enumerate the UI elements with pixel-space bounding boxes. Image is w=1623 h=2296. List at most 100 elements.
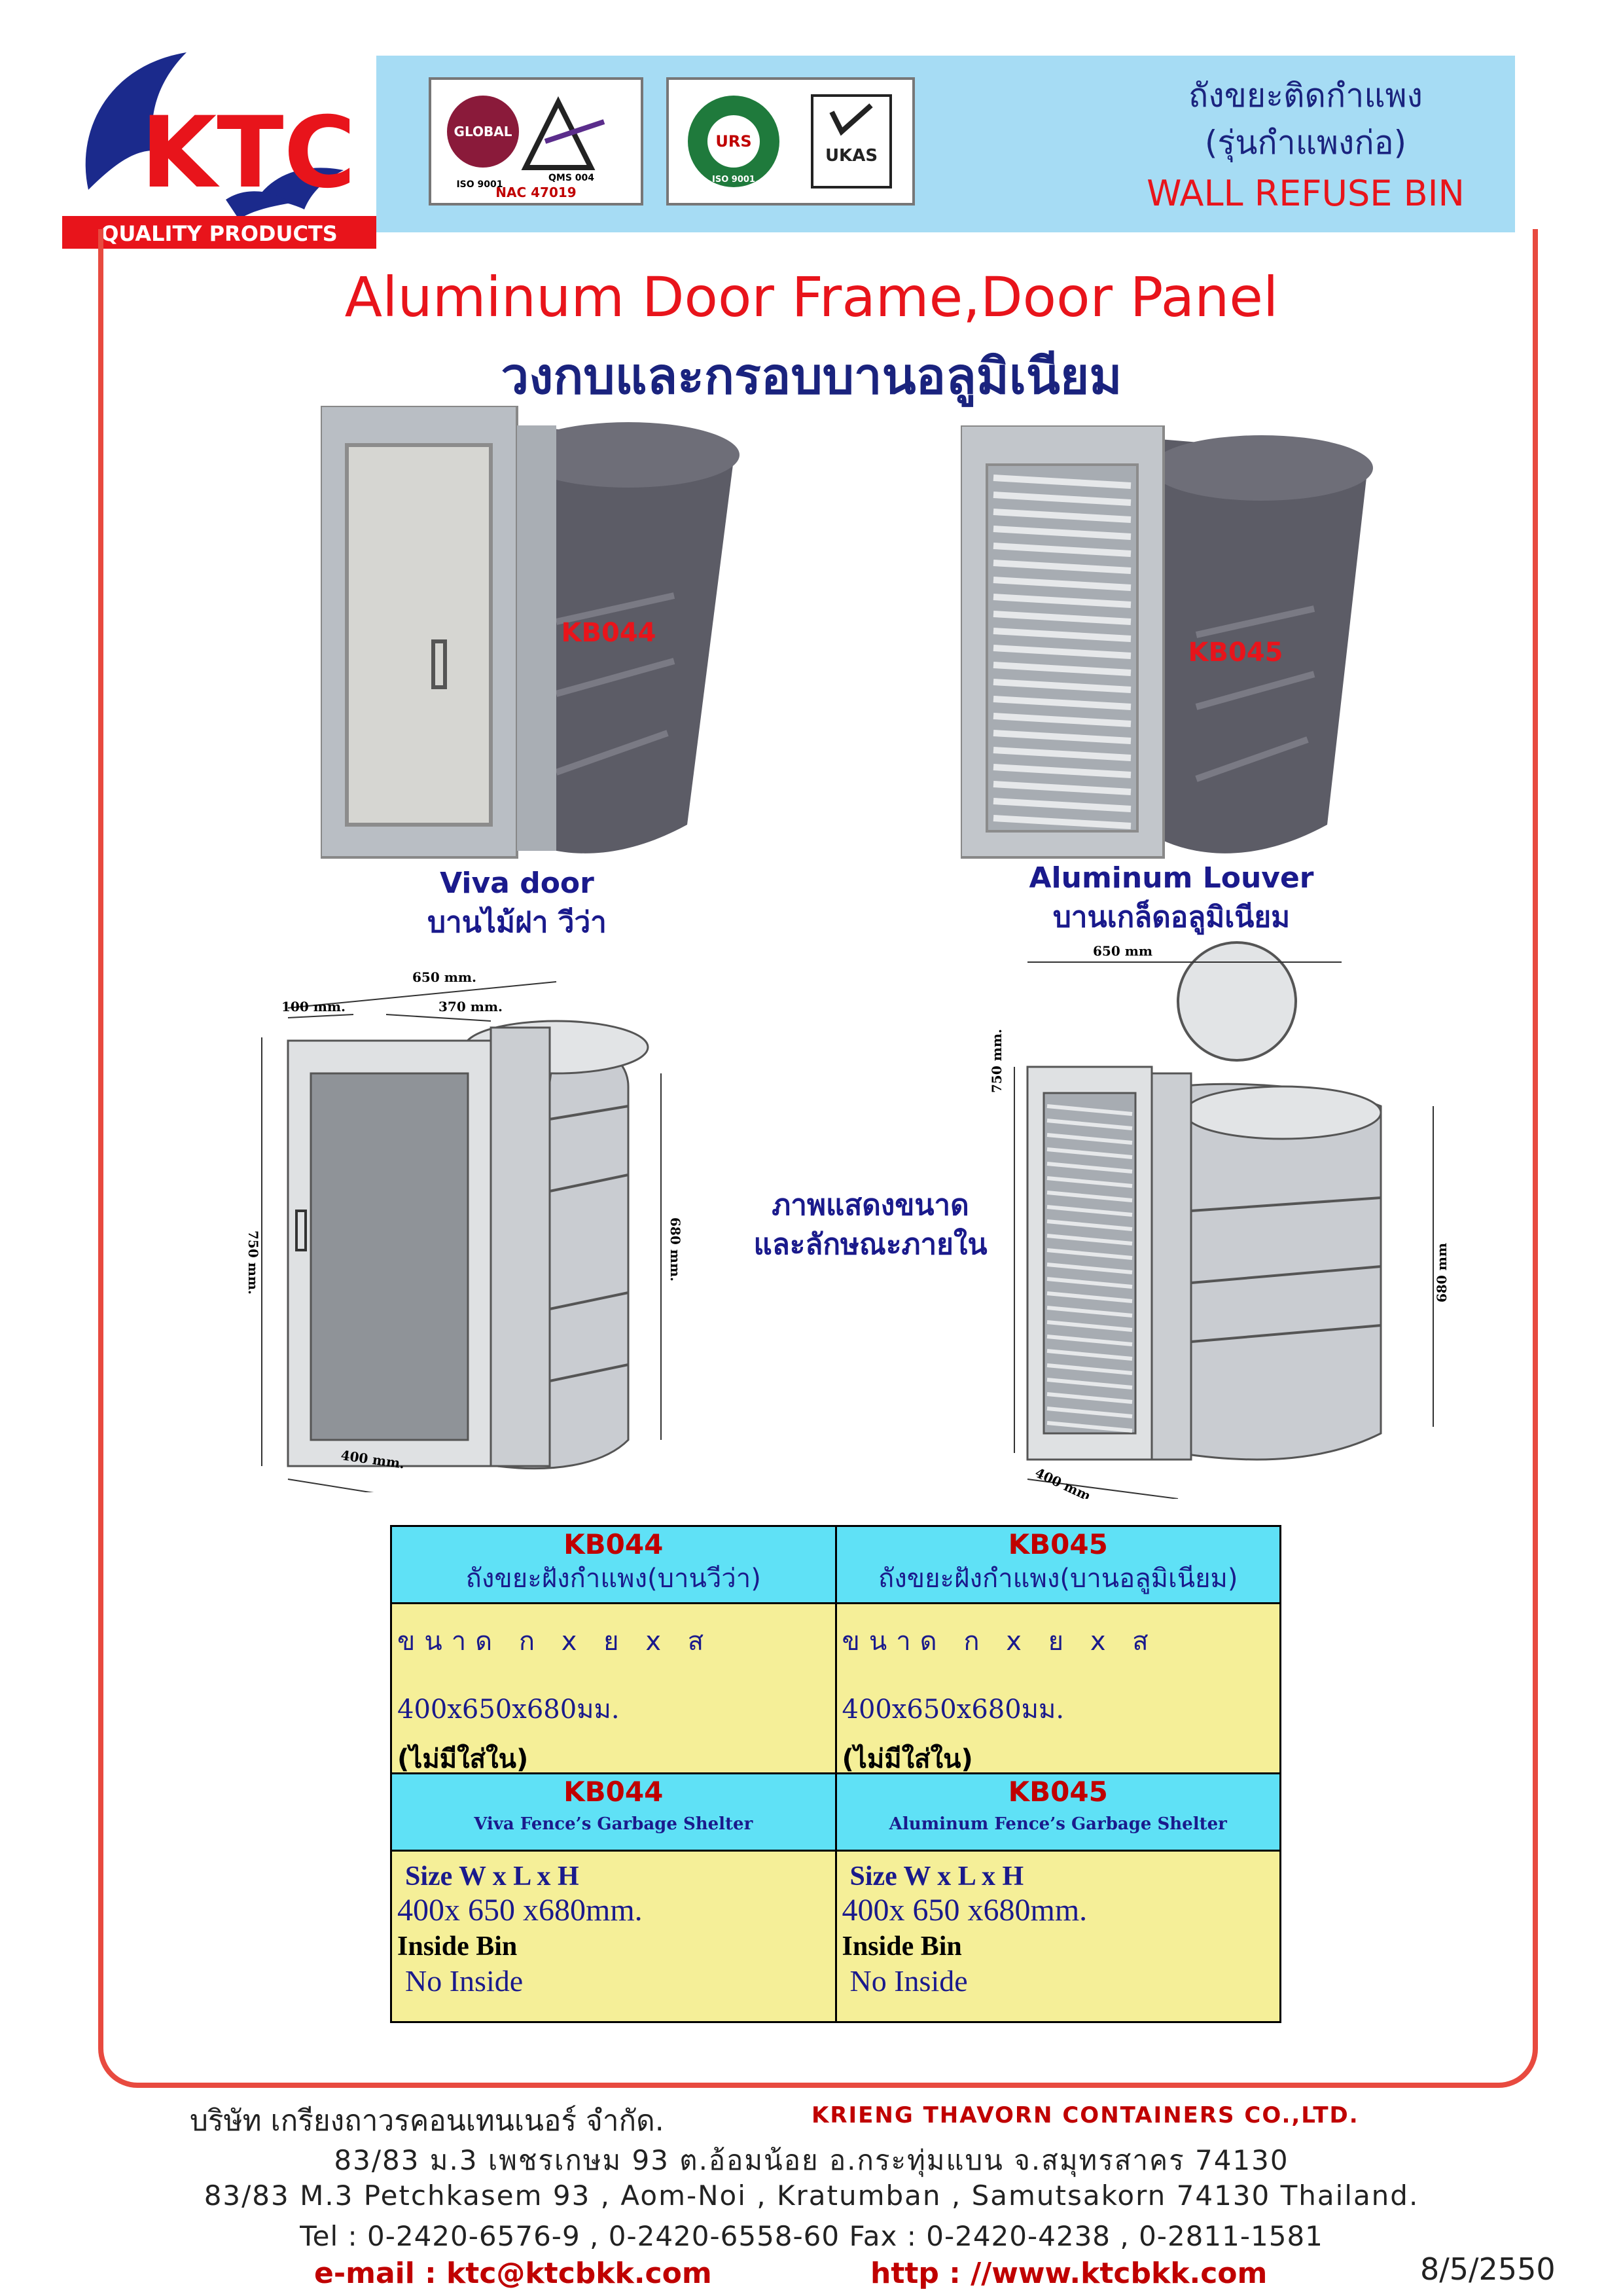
dim-right-base: 400 mm bbox=[1033, 1465, 1094, 1499]
table-th-inside-kb044: (ไม่มีใส่ใน) bbox=[397, 1744, 529, 1774]
louver-slat bbox=[993, 543, 1132, 557]
louver-slat bbox=[993, 594, 1132, 608]
product-photo-kb044: KB044 bbox=[319, 404, 753, 864]
footer-address-th: 83/83 ม.3 เพชรเกษม 93 ต.อ้อมน้อย อ.กระทุ… bbox=[334, 2144, 1289, 2176]
cert-nac-text: NAC 47019 bbox=[495, 185, 576, 200]
louver-slat bbox=[993, 492, 1132, 506]
dim-left-height: 750 mm. bbox=[245, 1230, 261, 1295]
louver-slat bbox=[993, 526, 1132, 540]
louver-slat bbox=[1046, 1349, 1133, 1361]
louver-slat bbox=[1046, 1392, 1133, 1404]
louver-slat bbox=[1046, 1277, 1133, 1289]
red-frame bbox=[98, 229, 1538, 2088]
louver-slat bbox=[1046, 1407, 1133, 1418]
logo-tagline: QUALITY PRODUCTS bbox=[101, 221, 338, 246]
table-th-desc-kb045: ถังขยะฝังกำแพง(บานอลูมิเนียม) bbox=[878, 1564, 1238, 1594]
table-en-size-label-kb045: Size W x L x H bbox=[849, 1861, 1024, 1892]
table-th-size-kb044: 400x650x680มม. bbox=[397, 1695, 620, 1725]
louver-slat bbox=[993, 696, 1132, 710]
louver-slat bbox=[993, 713, 1132, 727]
footer-email-link[interactable]: e-mail : ktc@ktcbkk.com bbox=[314, 2257, 712, 2290]
louver-slat bbox=[1046, 1320, 1133, 1332]
header-title-en: WALL REFUSE BIN bbox=[1147, 173, 1465, 214]
logo-text: KTC bbox=[141, 96, 356, 210]
table-en-code-kb044: KB044 bbox=[563, 1776, 664, 1808]
header-title-block: ถังขยะติดกำแพง (รุ่นกำแพงก่อ) WALL REFUS… bbox=[1103, 72, 1508, 221]
dimension-drawing-kb045: 650 mm 750 mm. 680 mm 400 mm bbox=[962, 936, 1472, 1504]
louver-slat bbox=[993, 560, 1132, 574]
caption-kb045-en: Aluminum Louver bbox=[1029, 861, 1314, 895]
product-photo-kb045: KB045 bbox=[959, 424, 1380, 870]
table-th-size-kb045: 400x650x680มม. bbox=[842, 1695, 1065, 1725]
louver-slat bbox=[1046, 1133, 1133, 1145]
certificate-iso-nac: GLOBAL ISO 9001 QMS 004 NAC 47019 bbox=[429, 77, 643, 206]
louver-slat bbox=[993, 764, 1132, 778]
table-th-inside-kb045: (ไม่มีใส่ใน) bbox=[842, 1744, 973, 1774]
cert-urs-text: URS bbox=[715, 132, 751, 151]
table-th-body-kb044: ขนาด ก x ย x ส 400x650x680มม. (ไม่มีใส่ใ… bbox=[390, 1602, 837, 1782]
louver-slat bbox=[993, 747, 1132, 761]
louver-slat bbox=[1046, 1306, 1133, 1318]
cert-global-text: GLOBAL bbox=[454, 124, 512, 139]
louver-slat bbox=[993, 628, 1132, 642]
table-th-body-kb045: ขนาด ก x ย x ส 400x650x680มม. (ไม่มีใส่ใ… bbox=[834, 1602, 1281, 1782]
table-th-desc-kb044: ถังขยะฝังกำแพง(บานวีว่า) bbox=[465, 1564, 761, 1594]
spec-table-th: KB044 ถังขยะฝังกำแพง(บานวีว่า) KB045 ถัง… bbox=[390, 1525, 1281, 1782]
cert-urs-iso-text: ISO 9001 bbox=[712, 175, 755, 185]
louver-slat bbox=[993, 509, 1132, 523]
dim-right-height: 750 mm. bbox=[989, 1029, 1005, 1093]
table-en-body-kb044: Size W x L x H 400x 650 x680mm. Inside B… bbox=[390, 1850, 837, 2023]
louver-slat bbox=[1046, 1248, 1133, 1260]
louver-slat bbox=[993, 781, 1132, 795]
louver-slat bbox=[1046, 1335, 1133, 1346]
table-th-size-label-kb045: ขนาด ก x ย x ส bbox=[842, 1626, 1158, 1657]
caption-kb044-en: Viva door bbox=[440, 867, 594, 900]
dim-left-bin-height: 680 mm. bbox=[668, 1217, 683, 1282]
caption-kb045-th: บานเกล็ดอลูมิเนียม bbox=[1052, 901, 1291, 934]
table-en-inside-kb044: No Inside bbox=[405, 1964, 524, 1998]
table-th-code-kb045: KB045 bbox=[1008, 1528, 1108, 1560]
ktc-logo: KTC QUALITY PRODUCTS bbox=[62, 39, 376, 249]
certificate-urs-ukas: URS ISO 9001 UKAS bbox=[666, 77, 915, 206]
table-en-inside-label-kb044: Inside Bin bbox=[397, 1931, 518, 1962]
louver-slat bbox=[993, 577, 1132, 591]
louver-slat bbox=[1046, 1219, 1133, 1231]
cert-iso-text: ISO 9001 bbox=[456, 179, 503, 190]
table-en-head-kb045: KB045 Aluminum Fence’s Garbage Shelter bbox=[834, 1772, 1281, 1852]
table-en-body-kb045: Size W x L x H 400x 650 x680mm. Inside B… bbox=[834, 1850, 1281, 2023]
louver-slat bbox=[993, 611, 1132, 625]
louver-slat bbox=[1046, 1263, 1133, 1274]
louver-slat bbox=[1046, 1378, 1133, 1390]
louver-slat bbox=[1046, 1205, 1133, 1217]
footer-company-en: KRIENG THAVORN CONTAINERS CO.,LTD. bbox=[812, 2102, 1359, 2128]
table-en-desc-kb044: Viva Fence’s Garbage Shelter bbox=[474, 1814, 753, 1834]
footer-web-link[interactable]: http : //www.ktcbkk.com bbox=[870, 2257, 1268, 2290]
table-th-code-kb044: KB044 bbox=[563, 1528, 664, 1560]
table-en-inside-kb045: No Inside bbox=[849, 1964, 968, 1998]
louver-slat bbox=[1046, 1162, 1133, 1174]
kb044-photo-label: KB044 bbox=[562, 618, 656, 648]
louver-slat bbox=[1046, 1191, 1133, 1202]
louver-slat bbox=[993, 815, 1132, 829]
header-title-th-2: (รุ่นกำแพงก่อ) bbox=[1204, 124, 1407, 162]
louver-slat bbox=[1046, 1147, 1133, 1159]
dim-left-width: 650 mm. bbox=[412, 969, 476, 985]
louver-slat bbox=[993, 475, 1132, 489]
page-title-en: Aluminum Door Frame,Door Panel bbox=[344, 265, 1279, 329]
louver-slat bbox=[1046, 1363, 1133, 1375]
drawing-note-2: และลักษณะภายใน bbox=[753, 1228, 988, 1261]
footer-phone: Tel : 0-2420-6576-9 , 0-2420-6558-60 Fax… bbox=[300, 2220, 1323, 2252]
louver-slat bbox=[993, 662, 1132, 676]
louver-slat bbox=[1046, 1104, 1133, 1116]
louver-slat bbox=[993, 730, 1132, 744]
drawing-note-1: ภาพแสดงขนาด bbox=[772, 1189, 969, 1222]
drawing-note: ภาพแสดงขนาด และลักษณะภายใน bbox=[720, 1186, 1021, 1265]
table-en-inside-label-kb045: Inside Bin bbox=[842, 1931, 962, 1962]
table-en-desc-kb045: Aluminum Fence’s Garbage Shelter bbox=[889, 1814, 1227, 1834]
kb045-photo-label: KB045 bbox=[1188, 637, 1283, 668]
footer-date: 8/5/2550 bbox=[1420, 2251, 1556, 2287]
table-en-code-kb045: KB045 bbox=[1008, 1776, 1108, 1808]
dim-right-bin-height: 680 mm bbox=[1434, 1243, 1450, 1302]
louver-slat bbox=[1046, 1234, 1133, 1246]
page-title-th: วงกบและกรอบบานอลูมิเนียม bbox=[501, 347, 1122, 405]
